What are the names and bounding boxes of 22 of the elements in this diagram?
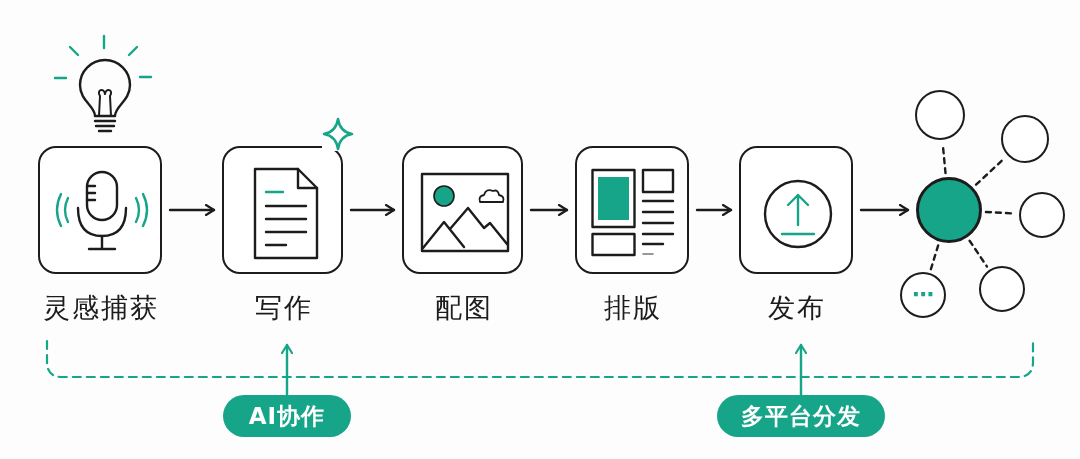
step-label: 发布 [767, 291, 826, 325]
tag-pill: AI协作 [223, 395, 351, 437]
arrow [529, 203, 569, 217]
platform-circle [1001, 115, 1049, 163]
arrow [859, 203, 910, 217]
arrow [280, 343, 294, 397]
platform-circle [1019, 192, 1065, 238]
tag-pill: 多平台分发 [717, 395, 885, 437]
step-label: 排版 [603, 291, 662, 325]
arrow [349, 203, 396, 217]
step-label: 写作 [253, 291, 313, 325]
platform-circle [915, 90, 965, 140]
dashed-line [968, 239, 989, 268]
platform-circle [979, 266, 1025, 312]
arrow [695, 203, 733, 217]
platform-circle: ⋯ [900, 272, 946, 318]
arrow [168, 203, 216, 217]
arrow [794, 343, 808, 397]
step-label: 灵感捕获 [42, 291, 159, 325]
dashed-line [929, 244, 940, 271]
step-label: 配图 [433, 291, 493, 325]
hub-circle [916, 177, 982, 243]
